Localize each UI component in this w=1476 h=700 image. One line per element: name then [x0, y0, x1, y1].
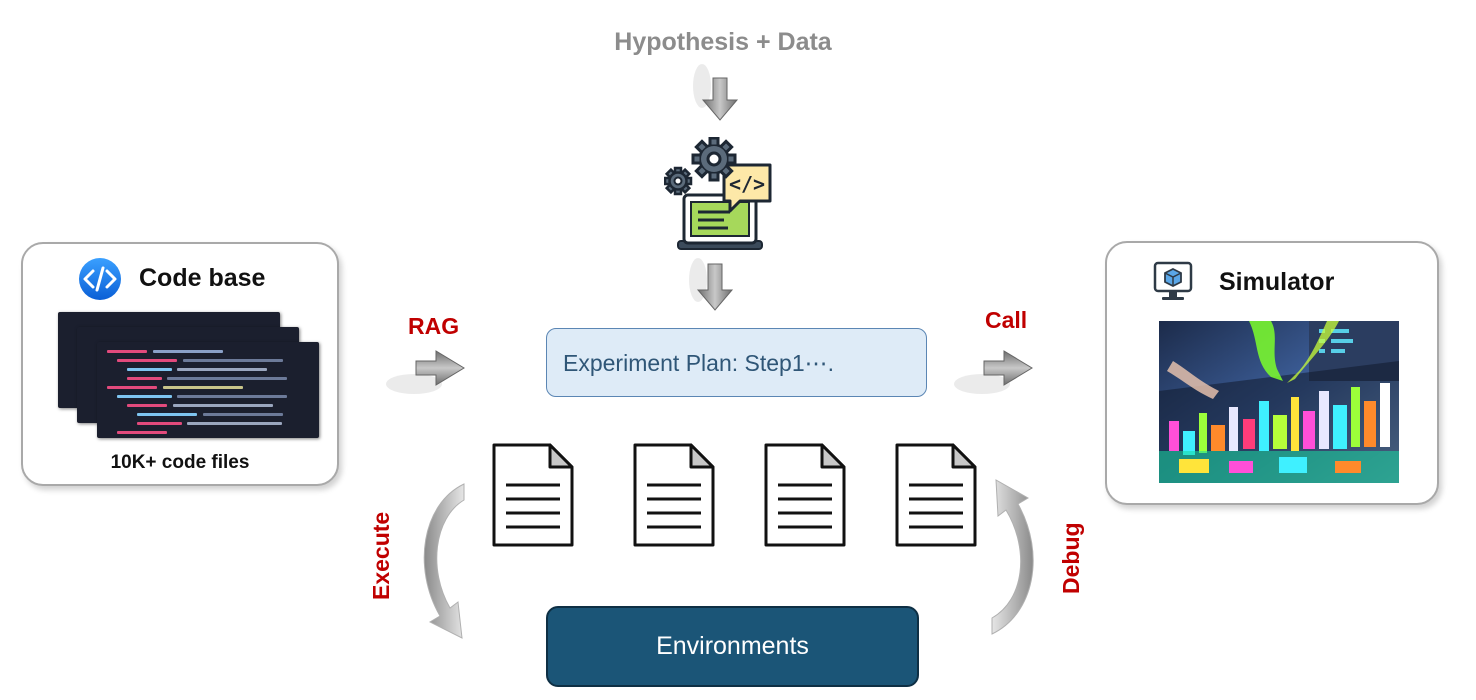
call-arrow: [954, 350, 1033, 394]
simulator-monitor-icon: [1153, 261, 1193, 300]
codebase-title: Code base: [139, 264, 266, 292]
simulator-title: Simulator: [1219, 268, 1335, 296]
codebase-subtitle: 10K+ code files: [110, 452, 250, 473]
code-badge-icon: [79, 258, 121, 300]
down-arrow-top: [693, 64, 739, 121]
code-sheets-stack: [58, 312, 320, 440]
gears-laptop-icon: </>: [664, 137, 772, 250]
environments-box: Environments: [546, 606, 919, 687]
document-icon: [895, 443, 977, 547]
call-label: Call: [985, 307, 1028, 333]
code-sheet-front: [97, 342, 319, 438]
document-icon: [633, 443, 715, 547]
codebase-panel: Code base 10K+ code files: [21, 242, 339, 486]
experiment-plan-box: Experiment Plan: Step1⋯.: [546, 328, 927, 397]
diagram-title: Hypothesis + Data: [0, 28, 1476, 57]
experiment-plan-text: Experiment Plan: Step1⋯.: [563, 350, 835, 376]
document-icon: [764, 443, 846, 547]
simulator-panel: Simulator: [1105, 241, 1439, 505]
environments-label: Environments: [656, 632, 809, 660]
execute-curved-arrow: [423, 483, 465, 639]
simulation-visual: [1159, 321, 1399, 483]
document-icon: [492, 443, 574, 547]
hypothesis-data-label: Hypothesis + Data: [614, 28, 832, 56]
svg-text:</>: </>: [729, 172, 765, 196]
down-arrow-middle: [689, 258, 734, 311]
rag-arrow: [386, 350, 465, 394]
rag-label: RAG: [408, 313, 460, 339]
debug-label: Debug: [1058, 522, 1084, 594]
execute-label: Execute: [368, 511, 394, 600]
debug-curved-arrow: [991, 479, 1034, 635]
